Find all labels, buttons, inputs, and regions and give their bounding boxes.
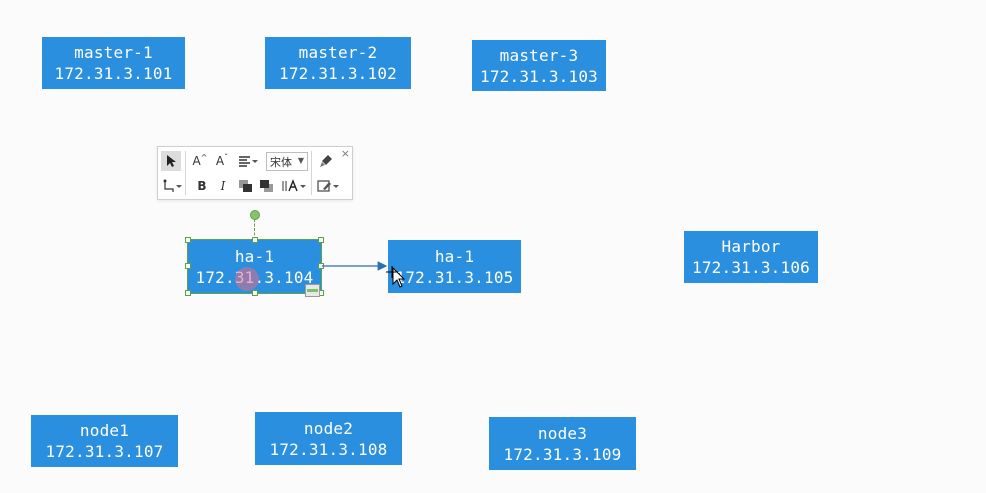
node-title: node1 bbox=[79, 421, 130, 440]
node-ip: 172.31.3.109 bbox=[503, 444, 622, 464]
mouse-click-indicator bbox=[235, 267, 259, 291]
fill-style-icon bbox=[317, 180, 339, 192]
resize-handle-s[interactable] bbox=[252, 290, 258, 296]
rotate-handle[interactable] bbox=[250, 210, 260, 220]
node-master-2[interactable]: master-2 172.31.3.102 bbox=[265, 37, 411, 89]
node-title: master-3 bbox=[499, 45, 579, 65]
text-color-button[interactable] bbox=[281, 176, 307, 196]
select-pointer-button[interactable] bbox=[161, 151, 181, 171]
fill-style-button[interactable] bbox=[316, 176, 340, 196]
node-ha-1-second[interactable]: ha-1 172.31.3.105 bbox=[388, 240, 521, 293]
italic-button[interactable]: I bbox=[220, 179, 226, 193]
node-title: ha-1 bbox=[234, 246, 275, 266]
move-cursor-icon bbox=[386, 266, 406, 288]
rotation-guide-line bbox=[254, 219, 255, 240]
node-title: node2 bbox=[303, 418, 354, 438]
resize-handle-n[interactable] bbox=[252, 237, 258, 243]
send-backward-icon bbox=[260, 180, 273, 192]
node-title: ha-1 bbox=[434, 246, 475, 266]
node-title: master-1 bbox=[74, 43, 153, 62]
bold-button[interactable]: B bbox=[197, 179, 207, 193]
node-title: Harbor bbox=[721, 237, 781, 256]
node-title: node3 bbox=[537, 423, 588, 443]
close-toolbar-button[interactable]: × bbox=[340, 147, 350, 160]
up-arrow-icon: ^ bbox=[200, 152, 208, 162]
note-icon[interactable] bbox=[305, 284, 320, 297]
node-ip: 172.31.3.106 bbox=[692, 258, 810, 277]
font-increase-button[interactable]: A^ bbox=[191, 151, 209, 171]
font-increase-label: A bbox=[192, 154, 201, 168]
align-icon bbox=[239, 156, 258, 167]
bring-forward-button[interactable] bbox=[237, 176, 255, 196]
font-decrease-label: A bbox=[215, 154, 225, 168]
resize-handle-nw[interactable] bbox=[185, 237, 191, 243]
node-ip: 172.31.3.107 bbox=[45, 442, 164, 461]
resize-handle-sw[interactable] bbox=[185, 290, 191, 296]
send-backward-button[interactable] bbox=[258, 176, 276, 196]
font-family-select[interactable]: 宋体 ▼ bbox=[266, 152, 308, 171]
node-ip: 172.31.3.105 bbox=[395, 267, 514, 287]
node-master-3[interactable]: master-3 172.31.3.103 bbox=[472, 40, 606, 91]
text-color-icon bbox=[282, 179, 306, 192]
connector-icon bbox=[163, 179, 182, 192]
toolbar-divider bbox=[185, 151, 186, 195]
resize-handle-w[interactable] bbox=[185, 263, 191, 269]
pointer-icon bbox=[167, 155, 176, 167]
node-ip: 172.31.3.108 bbox=[269, 439, 388, 459]
node-node2[interactable]: node2 172.31.3.108 bbox=[255, 412, 402, 465]
format-painter-icon bbox=[320, 155, 332, 167]
resize-handle-ne[interactable] bbox=[318, 237, 324, 243]
node-ha-1-selected[interactable]: ha-1 172.31.3.104 bbox=[188, 240, 321, 293]
toolbar-divider bbox=[311, 151, 312, 195]
connector-style-button[interactable] bbox=[161, 176, 183, 196]
down-arrow-icon: ˇ bbox=[224, 152, 229, 162]
node-harbor[interactable]: Harbor 172.31.3.106 bbox=[684, 231, 818, 283]
align-dropdown-button[interactable] bbox=[236, 151, 260, 171]
node-node1[interactable]: node1 172.31.3.107 bbox=[31, 415, 178, 467]
font-family-value: 宋体 bbox=[270, 155, 292, 169]
bring-forward-icon bbox=[239, 180, 252, 192]
node-master-1[interactable]: master-1 172.31.3.101 bbox=[42, 37, 185, 89]
chevron-down-icon: ▼ bbox=[297, 156, 304, 165]
node-ip: 172.31.3.102 bbox=[279, 64, 397, 83]
node-title: master-2 bbox=[298, 43, 378, 62]
format-painter-button[interactable] bbox=[316, 151, 336, 171]
node-ip: 172.31.3.101 bbox=[54, 64, 173, 83]
node-node3[interactable]: node3 172.31.3.109 bbox=[489, 417, 636, 470]
node-ip: 172.31.3.103 bbox=[480, 66, 598, 86]
